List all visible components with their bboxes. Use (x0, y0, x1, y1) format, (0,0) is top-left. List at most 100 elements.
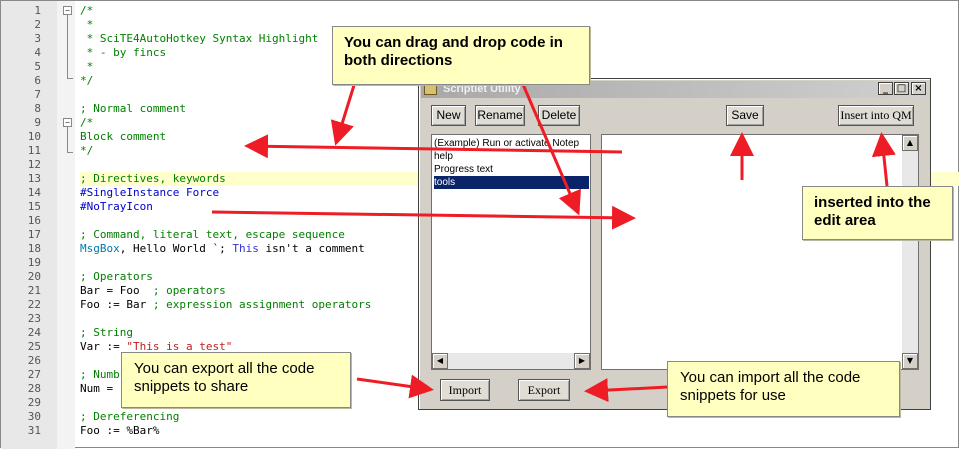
code-token: , Hello World `; (119, 242, 233, 255)
arrow-to-editor (244, 134, 623, 159)
list-item[interactable]: (Example) Run or activate Notep (434, 138, 580, 149)
new-button[interactable]: New (431, 105, 466, 126)
code-text: * (80, 18, 94, 32)
list-item[interactable]: help (434, 151, 453, 162)
code-token: Foo := %Bar% (80, 424, 160, 437)
code-text: ; Numb (80, 368, 120, 382)
code-token: ; String (80, 326, 133, 339)
code-line: 15#NoTrayIcon (1, 200, 959, 214)
line-number: 28 (27, 382, 41, 395)
code-text: Foo := %Bar% (80, 424, 159, 438)
line-number: 18 (27, 242, 41, 255)
line-number: 29 (27, 396, 41, 409)
code-line: 6*/ (1, 74, 959, 88)
callout-import: You can import all the code snippets for… (667, 361, 900, 417)
line-number: 25 (27, 340, 41, 353)
line-number: 1 (34, 4, 41, 17)
scroll-up-icon[interactable]: ▲ (902, 135, 918, 151)
code-text: * - by fincs (80, 46, 166, 60)
callout-inserted: inserted into the edit area (802, 186, 953, 240)
scroll-left-icon[interactable]: ◀ (432, 353, 448, 369)
fold-collapse-icon[interactable]: − (63, 118, 72, 127)
list-horizontal-scrollbar[interactable]: ◀ ▶ (432, 353, 590, 369)
code-text: /* (80, 116, 93, 130)
code-token: ; Normal comment (80, 102, 186, 115)
code-token: This (232, 242, 259, 255)
code-token: "This is a test" (126, 340, 233, 353)
line-number: 7 (34, 88, 41, 101)
list-item[interactable]: tools (434, 176, 589, 189)
arrow-to-export (584, 378, 669, 403)
line-number: 4 (34, 46, 41, 59)
code-line: 19 (1, 256, 959, 270)
line-number: 22 (27, 298, 41, 311)
line-number: 12 (27, 158, 41, 171)
code-token: */ (80, 74, 94, 87)
code-text: ; Operators (80, 270, 153, 284)
maximize-button[interactable]: □ (894, 82, 909, 95)
insert-into-qm-button[interactable]: Insert into QM (838, 105, 914, 126)
title-bar[interactable]: Scriptlet Utility _ □ × (421, 81, 928, 98)
rename-button[interactable]: Rename (475, 105, 525, 126)
code-line: 12 (1, 158, 959, 172)
export-button[interactable]: Export (518, 379, 570, 401)
code-text: Num = (80, 382, 120, 396)
code-text: ; Normal comment (80, 102, 186, 116)
code-line: 8 ; Normal comment (1, 102, 959, 116)
code-text: Var := "This is a test" (80, 340, 232, 354)
code-token: MsgBox (80, 242, 120, 255)
save-button[interactable]: Save (726, 105, 764, 126)
code-token: Block comment (80, 130, 167, 143)
code-token: * (80, 60, 94, 73)
code-token: isn't a comment (258, 242, 365, 255)
code-token: #NoTrayIcon (80, 200, 153, 213)
list-item[interactable]: Progress text (434, 164, 493, 175)
code-token: * SciTE4AutoHotkey Syntax Highlight (80, 32, 319, 45)
scroll-right-icon[interactable]: ▶ (574, 353, 590, 369)
line-number: 21 (27, 284, 41, 297)
code-text: */ (80, 144, 93, 158)
code-line: 7 (1, 88, 959, 102)
code-text: #SingleInstance Force (80, 186, 219, 200)
code-line: 18 MsgBox, Hello World `; This isn't a co… (1, 242, 959, 256)
code-text: #NoTrayIcon (80, 200, 153, 214)
code-token: ; Command, literal text, escape sequence (80, 228, 345, 241)
line-number: 3 (34, 32, 41, 45)
code-line: 11*/ (1, 144, 959, 158)
arrow-drag-left (330, 81, 357, 146)
close-button[interactable]: × (911, 82, 926, 95)
line-number: 9 (34, 116, 41, 129)
code-text: Bar = Foo ; operators (80, 284, 226, 298)
line-number: 19 (27, 256, 41, 269)
code-line: 1 /* (1, 4, 959, 18)
code-line: 21 Bar = Foo ; operators (1, 284, 959, 298)
line-number: 14 (27, 186, 41, 199)
minimize-button[interactable]: _ (878, 82, 893, 95)
fold-collapse-icon[interactable]: − (63, 6, 72, 15)
code-token: /* (80, 116, 94, 129)
code-line: 3 * SciTE4AutoHotkey Syntax Highlight (1, 32, 959, 46)
delete-button[interactable]: Delete (538, 105, 580, 126)
code-line: 2 * (1, 18, 959, 32)
code-token: /* (80, 4, 94, 17)
code-text: Block comment (80, 130, 166, 144)
code-text: /* (80, 4, 93, 18)
fold-guide-end (67, 147, 73, 153)
line-number: 8 (34, 102, 41, 115)
code-token: * - by fincs (80, 46, 167, 59)
fold-guide (67, 127, 68, 147)
code-line: 25 Var := "This is a test" (1, 340, 959, 354)
scroll-down-icon[interactable]: ▼ (902, 353, 918, 369)
code-line: 4 * - by fincs (1, 46, 959, 60)
import-button[interactable]: Import (440, 379, 490, 401)
code-token: ; Directives, keywords (80, 172, 233, 185)
snippet-edit-area[interactable]: ▲ ▼ (601, 134, 919, 370)
line-number-gutter (1, 1, 57, 449)
line-number: 24 (27, 326, 41, 339)
fold-guide (67, 15, 68, 73)
arrow-to-import (356, 374, 434, 399)
code-text: ; Directives, keywords (80, 172, 232, 186)
